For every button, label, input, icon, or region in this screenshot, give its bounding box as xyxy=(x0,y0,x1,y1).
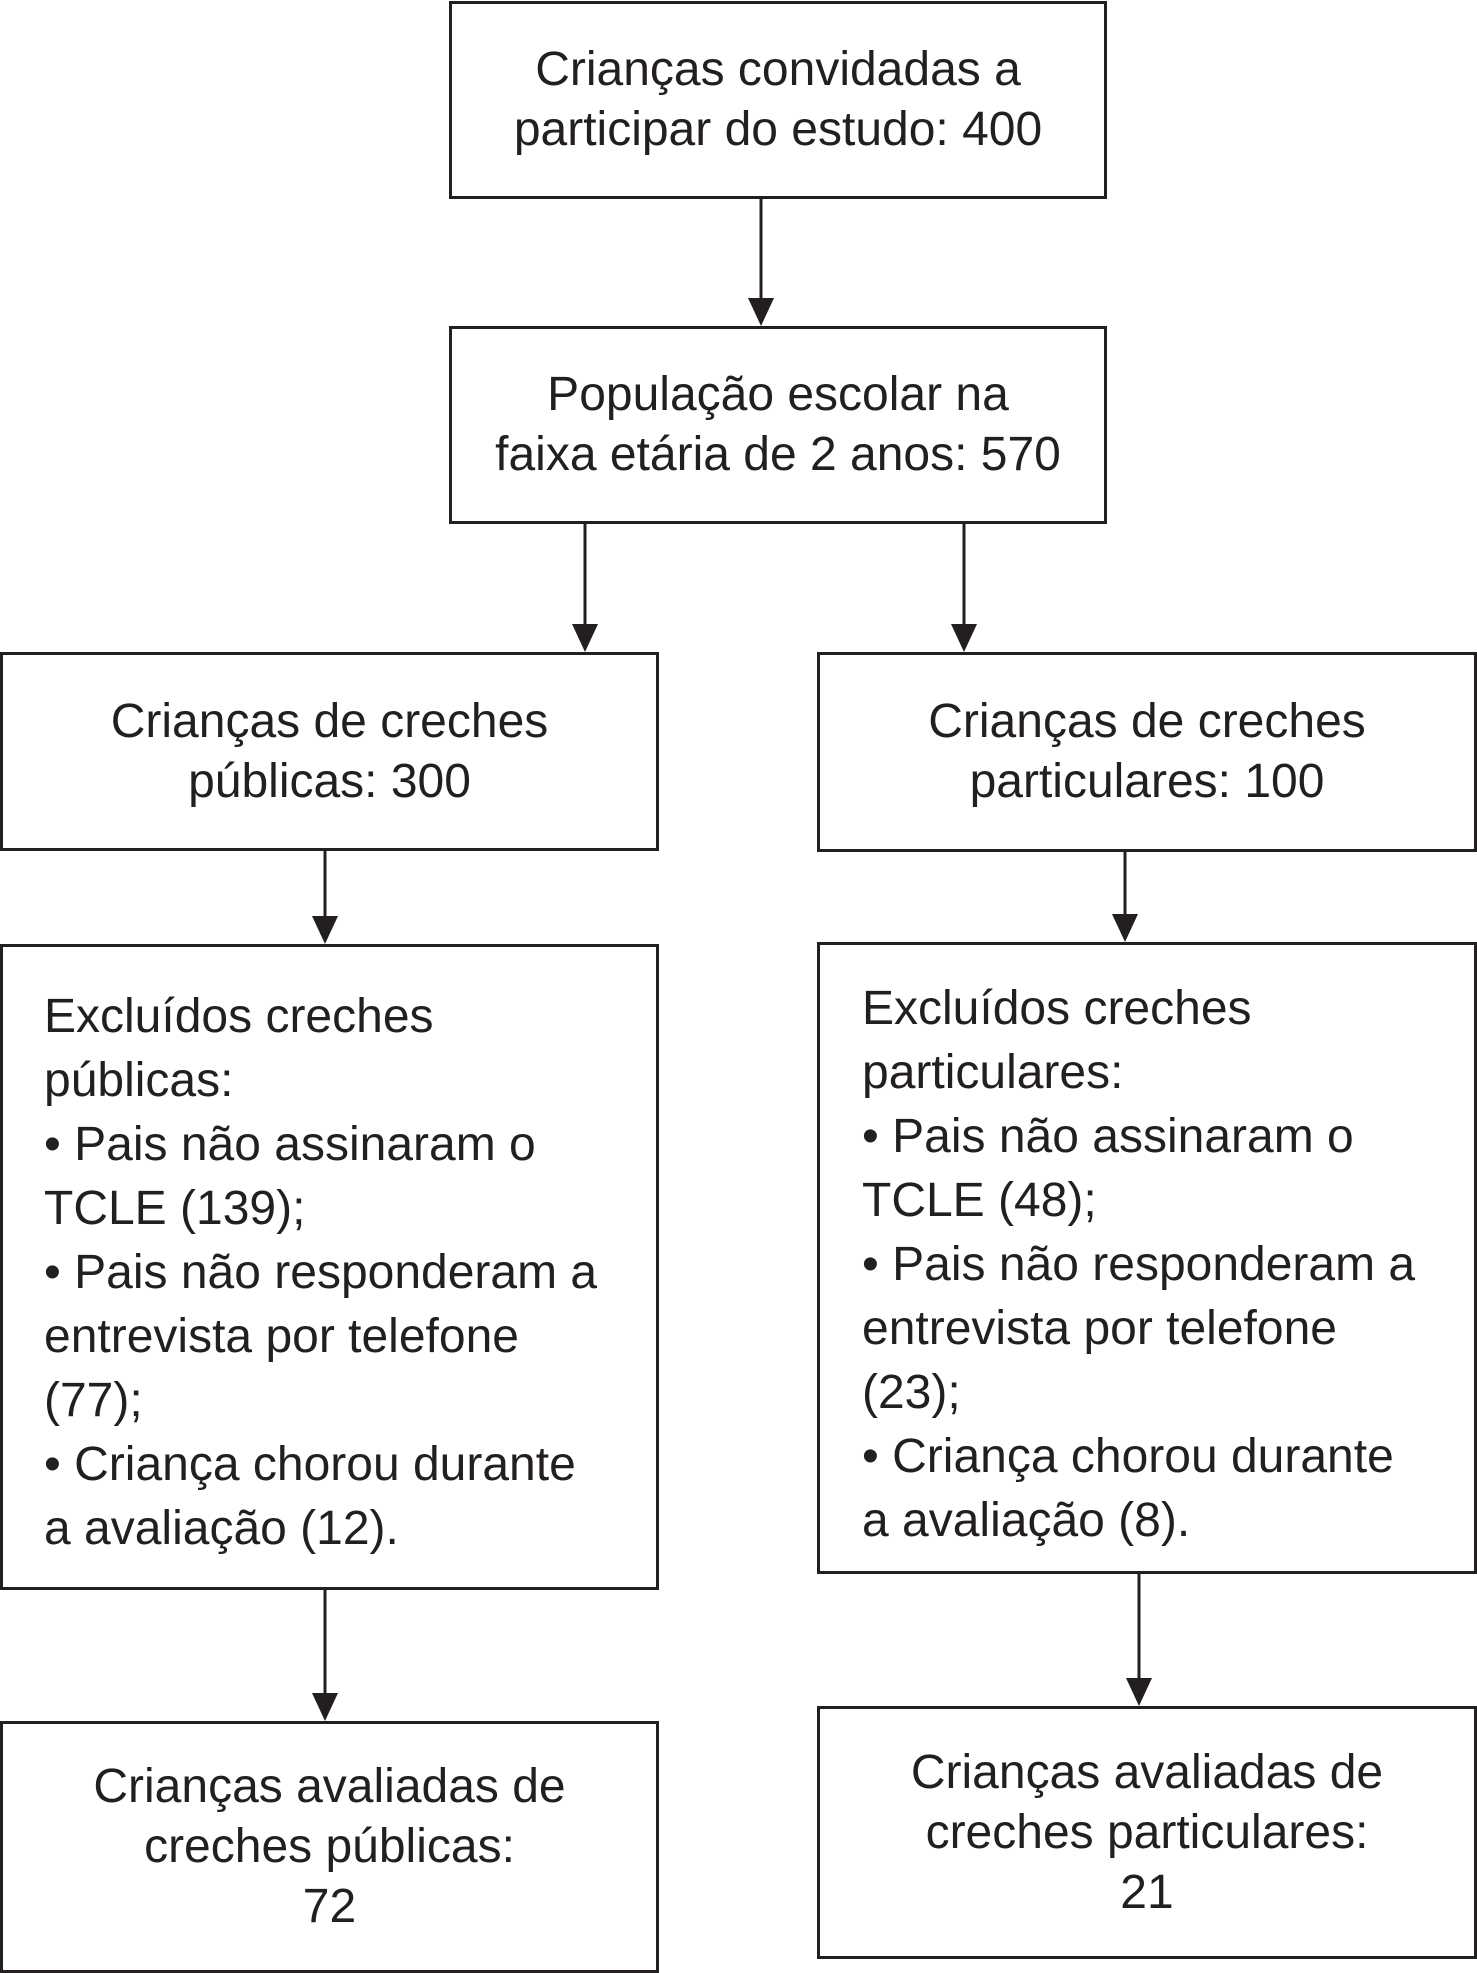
node-excluded-private: Excluídos creches particulares: • Pais n… xyxy=(817,942,1477,1574)
arrowhead-invited-to-population xyxy=(748,298,774,326)
node-invited: Crianças convidadas a participar do estu… xyxy=(449,1,1107,199)
excluded-private-line-3: • Pais não assinaram o xyxy=(862,1110,1354,1163)
excluded-public-line-6: entrevista por telefone xyxy=(44,1310,519,1363)
evaluated-public-line-1: Crianças avaliadas de xyxy=(93,1760,566,1813)
excluded-private-line-4: TCLE (48); xyxy=(862,1174,1097,1227)
excluded-public-line-5: • Pais não responderam a xyxy=(44,1246,598,1299)
node-public: Crianças de creches públicas: 300 xyxy=(0,652,659,851)
excluded-private-line-1: Excluídos creches xyxy=(862,982,1252,1035)
arrowhead-public-to-excluded-public xyxy=(312,916,338,944)
arrowhead-excluded-public-to-evaluated-public xyxy=(312,1693,338,1721)
evaluated-public-line-2: creches públicas: xyxy=(144,1820,515,1873)
node-excluded-public: Excluídos creches públicas: • Pais não a… xyxy=(0,944,659,1590)
node-invited-line-1: Crianças convidadas a xyxy=(535,43,1021,96)
excluded-private-line-2: particulares: xyxy=(862,1046,1124,1099)
excluded-private-line-6: entrevista por telefone xyxy=(862,1302,1337,1355)
excluded-public-line-8: • Criança chorou durante xyxy=(44,1438,576,1491)
node-evaluated-public: Crianças avaliadas de creches públicas: … xyxy=(0,1721,659,1973)
arrowhead-population-to-public xyxy=(572,624,598,652)
node-invited-line-2: participar do estudo: 400 xyxy=(513,103,1043,156)
node-private: Crianças de creches particulares: 100 xyxy=(817,652,1477,852)
excluded-public-line-7: (77); xyxy=(44,1374,143,1427)
evaluated-private-line-2: creches particulares: xyxy=(925,1805,1369,1859)
node-public-line-1: Crianças de creches xyxy=(110,694,549,748)
node-private-line-2: particulares: 100 xyxy=(969,755,1325,808)
node-population: População escolar na faixa etária de 2 a… xyxy=(449,326,1107,524)
excluded-private-line-8: • Criança chorou durante xyxy=(862,1430,1394,1483)
node-population-line-2: faixa etária de 2 anos: 570 xyxy=(495,428,1061,481)
node-evaluated-private: Crianças avaliadas de creches particular… xyxy=(817,1706,1477,1959)
node-public-line-2: públicas: 300 xyxy=(188,754,471,808)
node-private-line-1: Crianças de creches xyxy=(928,695,1366,748)
evaluated-private-line-3: 21 xyxy=(1120,1865,1174,1919)
excluded-private-line-7: (23); xyxy=(862,1366,961,1419)
excluded-private-line-9: a avaliação (8). xyxy=(862,1494,1191,1547)
excluded-public-line-9: a avaliação (12). xyxy=(44,1502,399,1555)
excluded-public-line-4: TCLE (139); xyxy=(44,1182,306,1235)
node-population-line-1: População escolar na xyxy=(547,368,1009,421)
evaluated-private-line-1: Crianças avaliadas de xyxy=(910,1745,1384,1799)
arrowhead-excluded-private-to-evaluated-private xyxy=(1126,1678,1152,1706)
excluded-private-line-5: • Pais não responderam a xyxy=(862,1238,1416,1291)
arrowhead-private-to-excluded-private xyxy=(1112,914,1138,942)
evaluated-public-line-3: 72 xyxy=(302,1880,357,1933)
arrowhead-population-to-private xyxy=(951,624,977,652)
excluded-public-line-2: públicas: xyxy=(44,1054,234,1107)
excluded-public-line-1: Excluídos creches xyxy=(44,990,434,1043)
excluded-public-line-3: • Pais não assinaram o xyxy=(44,1118,536,1171)
